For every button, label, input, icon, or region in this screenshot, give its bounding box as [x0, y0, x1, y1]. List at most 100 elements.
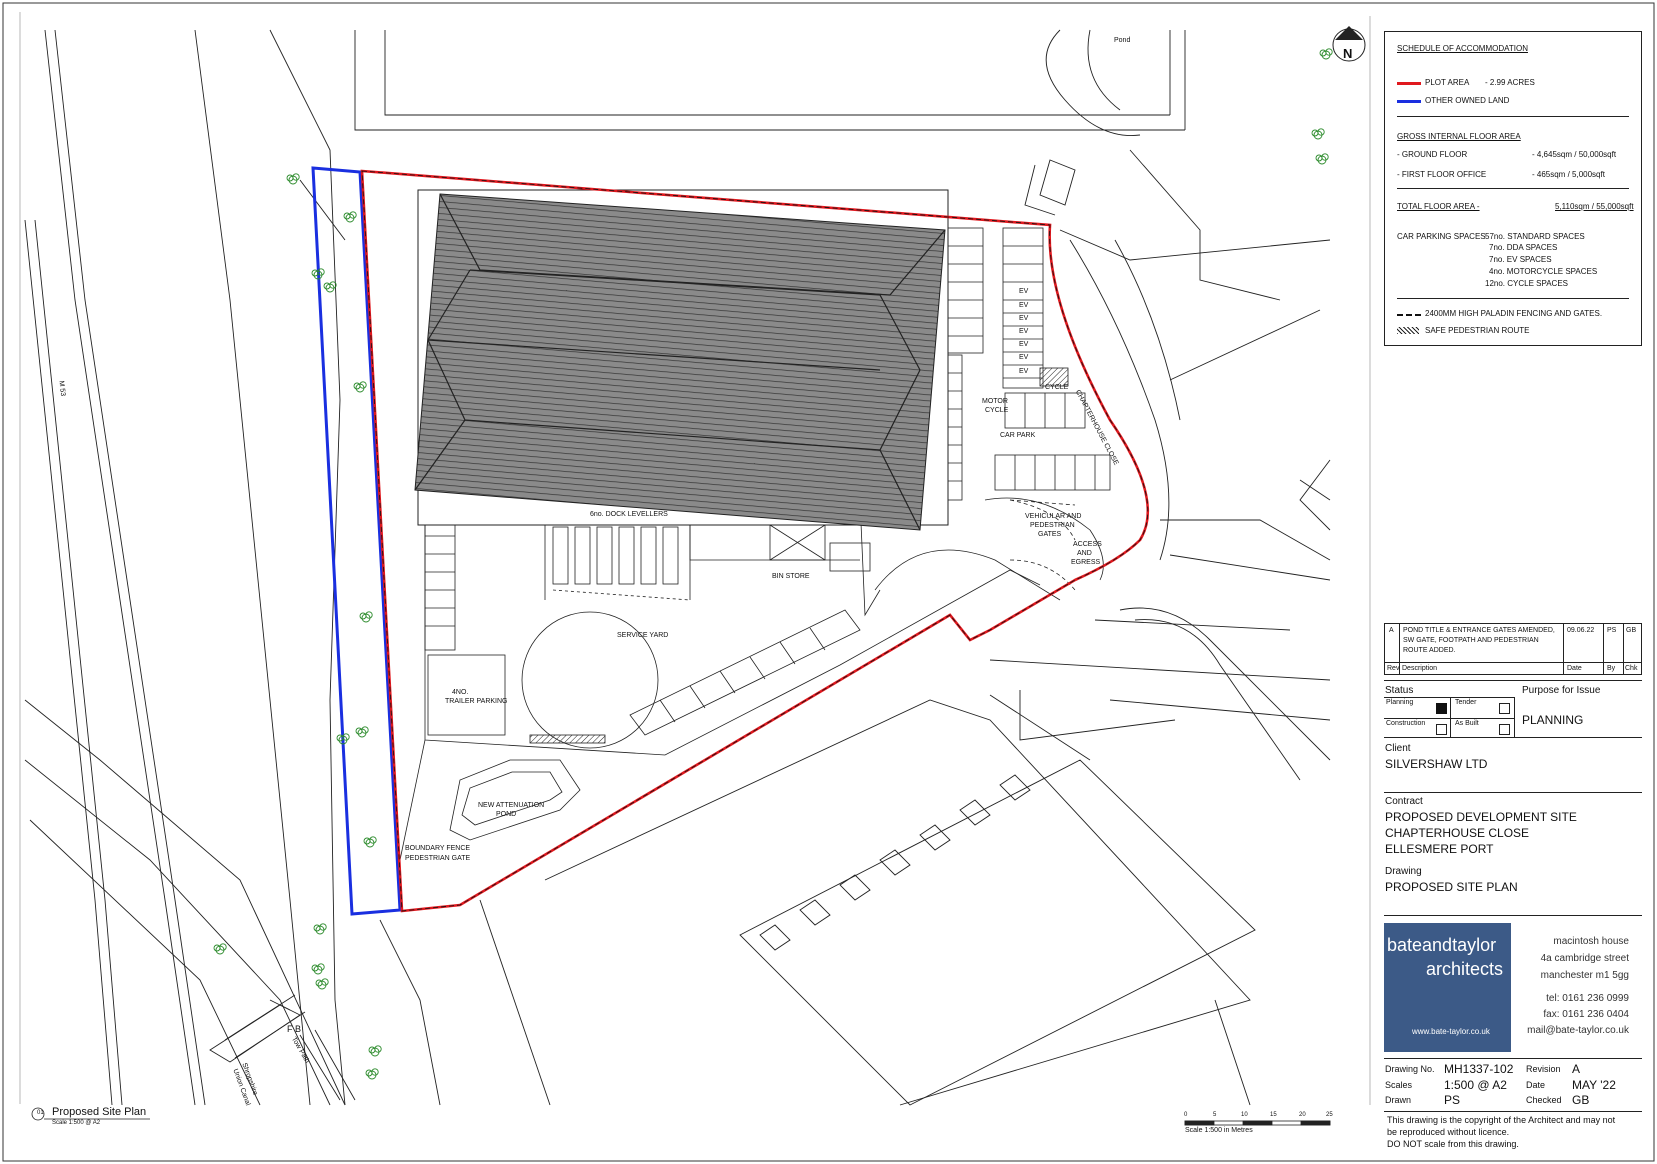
ground-floor-value: - 4,645sqm / 50,000sqft	[1532, 150, 1617, 159]
firm-name-line-1: bateandtaylor	[1387, 935, 1497, 955]
ev-label: EV	[1019, 315, 1029, 322]
dock-levellers	[544, 505, 691, 601]
revision-chk: GB	[1626, 627, 1637, 634]
checked-value: GB	[1572, 1093, 1590, 1107]
ev-label: EV	[1019, 354, 1029, 361]
site-layout	[399, 227, 1111, 861]
title-divider	[1384, 680, 1642, 681]
col-divider	[1563, 624, 1564, 674]
status-divider	[1514, 697, 1515, 737]
col-divider	[1399, 624, 1400, 674]
contract-line-3: ELLESMERE PORT	[1385, 842, 1494, 856]
revision-label: Revision	[1526, 1064, 1561, 1074]
date-label: Date	[1526, 1080, 1546, 1090]
contract-label: Contract	[1385, 796, 1423, 807]
schedule-divider	[1397, 298, 1629, 299]
gates-label-2: PEDESTRIAN	[1030, 522, 1075, 529]
north-arrow-icon	[1332, 26, 1366, 62]
drawn-value: PS	[1444, 1093, 1461, 1107]
status-divider	[1384, 697, 1514, 698]
drawing-title-label: Proposed Site Plan	[52, 1106, 147, 1118]
bin-store-label: BIN STORE	[772, 573, 810, 580]
drawing-id-number: 01	[37, 1110, 44, 1116]
revision-letter: A	[1389, 627, 1394, 634]
ev-label: EV	[1019, 328, 1029, 335]
pedestrian-route-key	[1397, 327, 1419, 334]
purpose-label: Purpose for Issue	[1522, 685, 1601, 696]
first-floor-value: - 465sqm / 5,000sqft	[1532, 170, 1605, 179]
ground-floor-label: - GROUND FLOOR	[1397, 150, 1468, 159]
revision-header-divider	[1385, 662, 1641, 663]
revision-table: A POND TITLE & ENTRANCE GATES AMENDED, S…	[1384, 623, 1642, 675]
car-park-label: CAR PARK	[1000, 432, 1036, 439]
client-label: Client	[1385, 743, 1411, 754]
drawing-no-label: Drawing No.	[1385, 1064, 1435, 1074]
scales-label: Scales	[1385, 1080, 1413, 1090]
firm-tel: tel: 0161 236 0999	[1546, 993, 1629, 1004]
gifa-heading: GROSS INTERNAL FLOOR AREA	[1397, 132, 1521, 141]
title-divider	[1384, 792, 1642, 793]
other-land-label: OTHER OWNED LAND	[1425, 96, 1510, 105]
copyright-line-2: be reproduced without licence.	[1387, 1127, 1510, 1137]
client-value: SILVERSHAW LTD	[1385, 757, 1488, 771]
cycle-label: CYCLE	[1045, 384, 1069, 391]
construction-checkbox[interactable]	[1436, 724, 1447, 735]
header-date: Date	[1567, 665, 1582, 672]
gates-label-1: VEHICULAR AND	[1025, 513, 1082, 520]
scale-tick: 0	[1184, 1112, 1188, 1118]
scale-tick: 20	[1299, 1112, 1306, 1118]
status-divider	[1450, 697, 1451, 737]
pedestrian-route-label: SAFE PEDESTRIAN ROUTE	[1425, 326, 1530, 335]
pedestrian-gate-label: PEDESTRIAN GATE	[405, 855, 471, 862]
access-label-1: ACCESS	[1073, 541, 1102, 548]
drawing-scale-label: Scale 1:500 @ A2	[52, 1120, 101, 1126]
fencing-key	[1397, 314, 1421, 316]
header-description: Description	[1402, 665, 1438, 672]
other-owned-land-boundary	[311, 166, 402, 916]
service-yard-label: SERVICE YARD	[617, 632, 669, 639]
drawing-value: PROPOSED SITE PLAN	[1385, 880, 1518, 894]
access-label-3: EGRESS	[1071, 559, 1101, 566]
scale-tick: 5	[1213, 1112, 1217, 1118]
revision-description: POND TITLE & ENTRANCE GATES AMENDED, SW …	[1403, 627, 1555, 654]
m53-motorway	[24, 29, 441, 1106]
footbridge-label: F B	[287, 1024, 302, 1034]
date-value: MAY '22	[1572, 1078, 1616, 1092]
col-divider	[1623, 624, 1624, 674]
schedule-heading: SCHEDULE OF ACCOMMODATION	[1397, 44, 1528, 53]
first-floor-label: - FIRST FLOOR OFFICE	[1397, 170, 1487, 179]
attenuation-pond-label-1: NEW ATTENUATION	[478, 802, 545, 809]
surrounding-roads	[354, 29, 1331, 781]
title-divider	[1384, 1058, 1642, 1059]
schedule-of-accommodation: SCHEDULE OF ACCOMMODATION PLOT AREA - 2.…	[1384, 31, 1642, 346]
pond-label: Pond	[1114, 37, 1131, 44]
car-parking-label: CAR PARKING SPACES	[1397, 232, 1486, 241]
scales-value: 1:500 @ A2	[1444, 1078, 1507, 1092]
checked-label: Checked	[1526, 1095, 1562, 1105]
scale-tick: 10	[1241, 1112, 1248, 1118]
construction-label: Construction	[1386, 720, 1426, 727]
motor-cycle-label-1: MOTOR	[982, 398, 1008, 405]
title-divider	[1384, 1111, 1642, 1112]
planning-checkbox[interactable]	[1436, 703, 1447, 714]
firm-mail: mail@bate-taylor.co.uk	[1527, 1025, 1629, 1036]
parking-item: 7no. EV SPACES	[1489, 255, 1552, 264]
contract-line-2: CHAPTERHOUSE CLOSE	[1385, 826, 1530, 840]
header-rev: Rev	[1387, 665, 1400, 672]
revision-date: 09.06.22	[1567, 627, 1595, 634]
contract-line-1: PROPOSED DEVELOPMENT SITE	[1385, 810, 1577, 824]
purpose-value: PLANNING	[1522, 713, 1584, 727]
tender-checkbox[interactable]	[1499, 703, 1510, 714]
motor-cycle-label-2: CYCLE	[985, 407, 1009, 414]
firm-web: www.bate-taylor.co.uk	[1412, 1027, 1490, 1036]
firm-logo: bateandtaylor architects www.bate-taylor…	[1384, 923, 1511, 1052]
plot-area-key	[1397, 82, 1421, 85]
access-label-2: AND	[1077, 550, 1092, 557]
plot-area-label: PLOT AREA	[1425, 78, 1470, 87]
firm-fax: fax: 0161 236 0404	[1543, 1009, 1629, 1020]
ev-label: EV	[1019, 302, 1029, 309]
scale-bar	[1184, 1120, 1331, 1126]
as-built-checkbox[interactable]	[1499, 724, 1510, 735]
